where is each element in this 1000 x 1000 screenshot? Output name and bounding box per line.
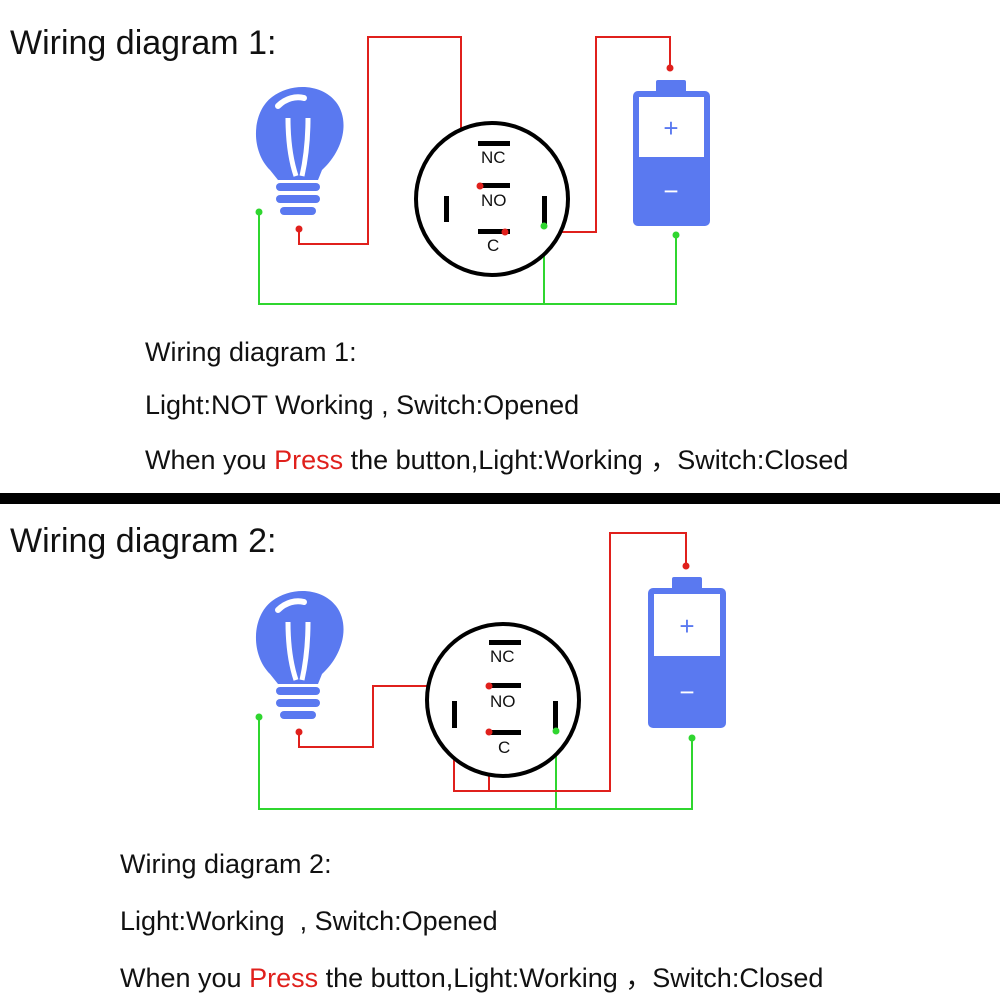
- push-button-switch: NC NO C: [425, 622, 581, 778]
- wiring-diagram-1-panel: Wiring diagram 1: NC NO C: [0, 0, 1000, 493]
- light-bulb-icon: [255, 86, 344, 215]
- connection-dot: [255, 208, 263, 216]
- connection-dot: [666, 64, 674, 72]
- c-terminal-label: C: [498, 738, 510, 757]
- connection-dot: [501, 228, 509, 236]
- connection-dot: [295, 225, 303, 233]
- connection-dot: [476, 182, 484, 190]
- return-wire: [258, 212, 677, 305]
- press-highlight: Press: [249, 963, 319, 993]
- wiring-diagram-1: NC NO C + −: [255, 36, 710, 305]
- battery-icon: + −: [633, 80, 710, 226]
- nc-terminal-label: NC: [490, 647, 515, 666]
- battery-minus-label: −: [663, 176, 678, 206]
- battery-plus-label: +: [663, 113, 678, 143]
- hot-wire: [298, 685, 489, 748]
- battery-minus-label: −: [679, 677, 694, 707]
- diagram-1-default-state: Light:NOT Working , Switch:Opened: [145, 390, 580, 420]
- diagram-2-caption-title: Wiring diagram 2:: [120, 849, 332, 879]
- battery-icon: + −: [648, 577, 726, 728]
- section-divider: [0, 493, 1000, 504]
- connection-dot: [682, 562, 690, 570]
- hot-wire: [505, 36, 671, 233]
- c-terminal-label: C: [487, 236, 499, 255]
- diagram-2-heading: Wiring diagram 2:: [10, 522, 277, 560]
- connection-dot: [255, 713, 263, 721]
- light-bulb-icon: [255, 590, 344, 719]
- connection-dot: [485, 728, 493, 736]
- diagram-2-default-state: Light:Working , Switch:Opened: [120, 906, 498, 936]
- diagram-2-pressed-state: When you Press the button,Light:Working …: [120, 963, 824, 993]
- connection-dot: [688, 734, 696, 742]
- push-button-switch: NC NO C: [414, 121, 570, 277]
- connection-dot: [485, 682, 493, 690]
- connection-dot: [540, 222, 548, 230]
- return-wire: [258, 717, 693, 810]
- press-highlight: Press: [274, 445, 344, 475]
- hot-wire: [453, 532, 687, 792]
- diagram-1-pressed-state: When you Press the button,Light:Working …: [145, 445, 849, 475]
- connection-dot: [552, 727, 560, 735]
- connection-dot: [672, 231, 680, 239]
- no-terminal-label: NO: [481, 191, 507, 210]
- wiring-diagram-2: NC NO C + −: [255, 532, 726, 810]
- battery-plus-label: +: [679, 611, 694, 641]
- connection-dot: [295, 728, 303, 736]
- diagram-1-heading: Wiring diagram 1:: [10, 24, 277, 62]
- no-terminal-label: NO: [490, 692, 516, 711]
- wiring-diagram-2-panel: Wiring diagram 2: NC NO C: [0, 504, 1000, 1000]
- nc-terminal-label: NC: [481, 148, 506, 167]
- diagram-1-caption-title: Wiring diagram 1:: [145, 337, 357, 367]
